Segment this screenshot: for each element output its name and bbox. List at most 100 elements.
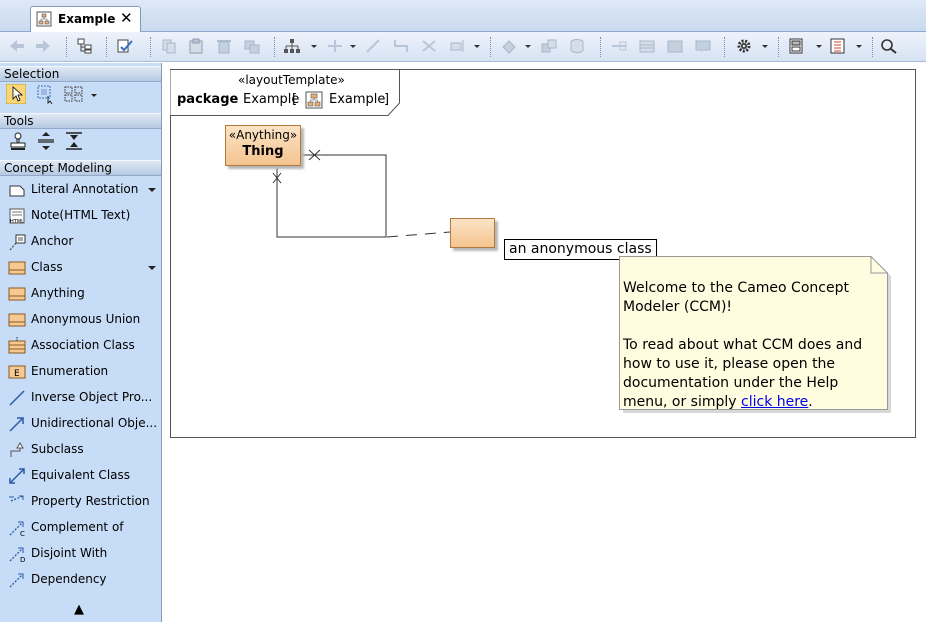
insert-row-icon[interactable] — [610, 38, 628, 54]
palette-item-label: Association Class — [31, 338, 135, 352]
delete-from-model-icon[interactable] — [243, 38, 261, 54]
gear-icon[interactable] — [735, 38, 753, 54]
palette-item[interactable]: HTML Note(HTML Text) — [0, 203, 161, 229]
palette-item[interactable]: Dependency — [0, 567, 161, 593]
palette-section-selection[interactable]: Selection — [0, 66, 161, 82]
quick-diagram-layout-icon[interactable] — [283, 38, 301, 54]
welcome-note[interactable] — [619, 256, 891, 413]
layout-dropdown-icon[interactable] — [311, 45, 317, 48]
path-dropdown-icon[interactable] — [350, 45, 356, 48]
palette-item-label: Disjoint With — [31, 546, 108, 560]
toolbar-separator — [274, 37, 275, 57]
frame-keyword: package — [177, 92, 239, 107]
palette-item-dropdown-icon[interactable] — [148, 188, 156, 192]
image-icon[interactable] — [666, 38, 684, 54]
path-style-icon[interactable] — [326, 38, 344, 54]
list-view-icon[interactable] — [829, 38, 847, 54]
click-here-link[interactable]: click here — [741, 394, 809, 410]
list-view-dropdown-icon[interactable] — [856, 45, 862, 48]
palette-item[interactable]: Anonymous Union — [0, 307, 161, 333]
group-icon[interactable] — [540, 38, 558, 54]
note-welcome-line: Welcome to the Cameo Concept Modeler (CC… — [623, 280, 849, 315]
frame-name: Example — [243, 92, 300, 107]
diagram-layout-dropdown-icon[interactable] — [816, 45, 822, 48]
anonymous-class-shape[interactable] — [450, 218, 495, 248]
palette-item[interactable]: Inverse Object Pro... — [0, 385, 161, 411]
fill-dropdown-icon[interactable] — [525, 45, 531, 48]
copy-icon[interactable] — [160, 38, 178, 54]
rectilinear-path-icon[interactable] — [392, 38, 410, 54]
diagram-layout-icon[interactable] — [788, 38, 806, 54]
anchor-icon — [9, 234, 26, 251]
table-icon[interactable] — [638, 38, 656, 54]
palette-item-label: Dependency — [31, 572, 107, 586]
unidirectional-object-icon — [9, 417, 24, 432]
subclass-icon — [10, 442, 24, 457]
diagram-toolbar — [0, 32, 926, 62]
svg-text:HTML: HTML — [10, 219, 24, 225]
anchor-line[interactable] — [386, 231, 451, 238]
welcome-note-text: Welcome to the Cameo Concept Modeler (CC… — [623, 279, 885, 412]
palette-section-concept-modeling[interactable]: Concept Modeling — [0, 160, 161, 176]
search-icon[interactable] — [880, 38, 898, 54]
align-icon[interactable] — [448, 38, 466, 54]
palette-item[interactable]: Unidirectional Obje... — [0, 411, 161, 437]
palette-item-dropdown-icon[interactable] — [148, 266, 156, 270]
association-class-icon — [8, 337, 26, 354]
palette-item[interactable]: Property Restriction — [0, 489, 161, 515]
database-icon[interactable] — [568, 38, 586, 54]
palette-item-label: Anonymous Union — [31, 312, 141, 326]
package-frame-tab — [170, 69, 400, 116]
merge-icon[interactable] — [64, 131, 84, 151]
enumeration-icon: E — [8, 365, 26, 379]
palette-item[interactable]: Association Class — [0, 333, 161, 359]
palette-item[interactable]: Anything — [0, 281, 161, 307]
multi-select-icon[interactable] — [64, 84, 84, 104]
palette-item[interactable]: Subclass — [0, 437, 161, 463]
stamp-icon[interactable] — [8, 131, 28, 151]
palette-item[interactable]: Anchor — [0, 229, 161, 255]
palette-item-label: Literal Annotation — [31, 182, 139, 196]
class-icon — [8, 261, 26, 275]
comment-icon[interactable] — [694, 38, 712, 54]
tab-example[interactable]: Example ✕ — [30, 6, 141, 33]
svg-text:D: D — [20, 556, 25, 563]
tab-close-icon[interactable]: ✕ — [120, 9, 133, 27]
forward-arrow-icon[interactable] — [34, 38, 52, 54]
disjoint-with-icon: D — [9, 547, 25, 563]
class-thing[interactable]: «Anything» Thing — [225, 125, 301, 166]
split-icon[interactable] — [36, 131, 56, 151]
palette-item[interactable]: D Disjoint With — [0, 541, 161, 567]
toolbar-separator — [872, 37, 873, 57]
palette-item[interactable]: Literal Annotation — [0, 177, 161, 203]
self-association-line[interactable] — [276, 154, 387, 238]
palette-item[interactable]: Equivalent Class — [0, 463, 161, 489]
literal-annotation-icon — [9, 185, 25, 197]
back-arrow-icon[interactable] — [8, 38, 26, 54]
frame-diagram-icon — [305, 91, 323, 109]
paste-icon[interactable] — [187, 38, 205, 54]
toolbar-separator — [778, 37, 779, 57]
class-thing-stereotype: «Anything» — [228, 128, 298, 142]
select-dropdown-icon[interactable] — [91, 94, 97, 97]
toolbar-separator — [724, 37, 725, 57]
palette-item[interactable]: Class — [0, 255, 161, 281]
marquee-select-icon[interactable] — [36, 84, 56, 104]
frame-stereotype: «layoutTemplate» — [238, 73, 345, 87]
bezier-path-icon[interactable] — [420, 38, 438, 54]
svg-text:C: C — [20, 530, 25, 537]
palette-section-tools[interactable]: Tools — [0, 113, 161, 129]
validate-icon[interactable] — [116, 38, 134, 54]
delete-icon[interactable] — [215, 38, 233, 54]
oblique-path-icon[interactable] — [364, 38, 382, 54]
palette-item-label: Note(HTML Text) — [31, 208, 131, 222]
fill-color-icon[interactable] — [500, 38, 518, 54]
anonymous-class-label[interactable]: an anonymous class — [504, 239, 657, 260]
align-dropdown-icon[interactable] — [474, 45, 480, 48]
gear-dropdown-icon[interactable] — [762, 45, 768, 48]
pointer-icon[interactable] — [6, 84, 26, 104]
palette-scroll-up-icon[interactable]: ▲ — [74, 602, 84, 617]
containment-tree-icon[interactable] — [76, 38, 94, 54]
